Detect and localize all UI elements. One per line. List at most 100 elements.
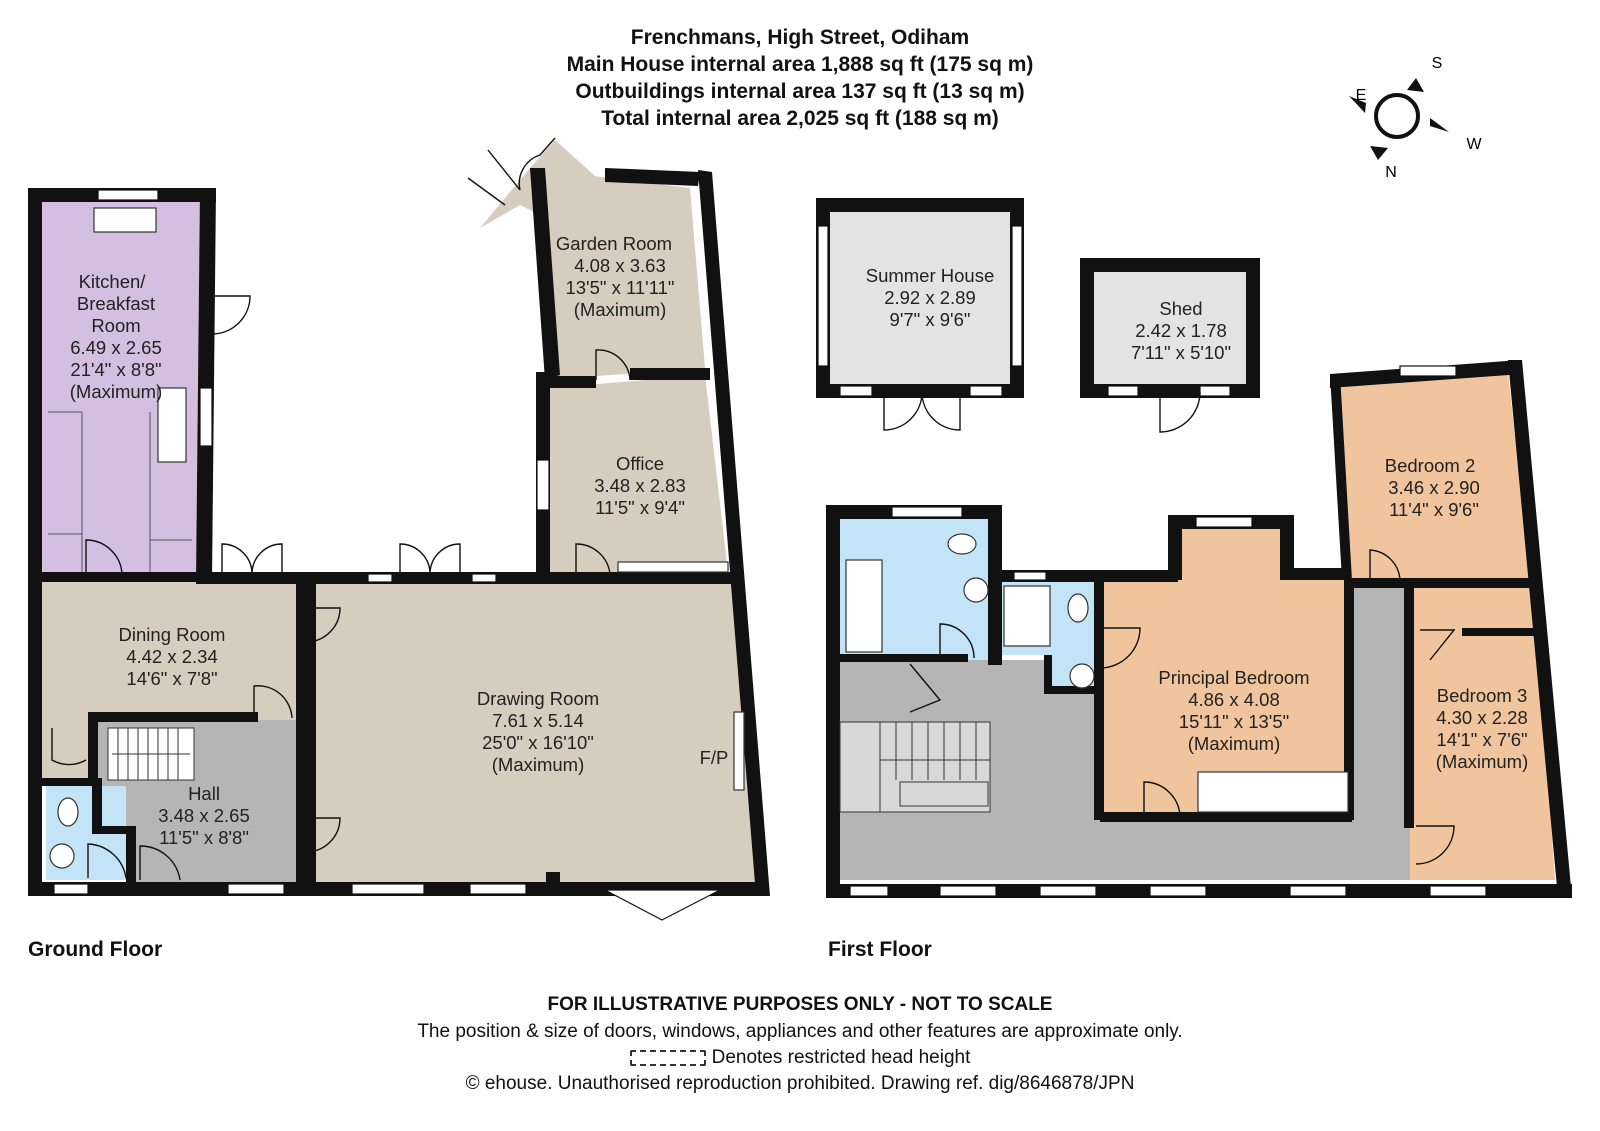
bathroom-toilet-icon <box>947 533 977 555</box>
bathroom-door[interactable] <box>939 623 975 659</box>
wc-basin-icon <box>49 843 75 869</box>
property-address: Frenchmans, High Street, Odiham <box>630 26 970 49</box>
bedroom2-door[interactable] <box>1369 549 1401 581</box>
approximation-note: The position & size of doors, windows, a… <box>417 1021 1183 1042</box>
kitchen-dining-door[interactable] <box>85 539 123 577</box>
shed-name: Shed <box>1159 298 1202 319</box>
kitchen-floor <box>38 202 200 580</box>
office-metric: 3.48 x 2.83 <box>594 475 686 496</box>
dining-room-name: Dining Room <box>119 624 226 645</box>
drawing-room-floor <box>315 580 762 888</box>
patio-door-left[interactable] <box>221 543 283 575</box>
office-door[interactable] <box>575 543 611 575</box>
drawing-window-1 <box>351 883 425 895</box>
restricted-height-swatch <box>629 1049 706 1066</box>
bedroom3-name: Bedroom 3 <box>1437 685 1528 706</box>
kitchen-note: (Maximum) <box>70 381 163 402</box>
understairs-door[interactable] <box>51 728 87 766</box>
hall-drawing-door[interactable] <box>305 817 341 853</box>
garden-room-name: Garden Room <box>556 233 672 254</box>
kitchen-name-line1: Kitchen/ <box>79 271 147 292</box>
bedroom3-imperial: 14'1" x 7'6" <box>1436 729 1527 750</box>
total-area: Total internal area 2,025 sq ft (188 sq … <box>601 107 999 130</box>
shed-door[interactable] <box>1159 391 1201 433</box>
principal-bedroom-note: (Maximum) <box>1188 733 1281 754</box>
fireplace-label: F/P <box>700 747 729 768</box>
bedroom3-floor <box>1410 588 1555 880</box>
wc-door[interactable] <box>87 843 127 879</box>
ensuite-door[interactable] <box>1099 627 1141 669</box>
main-house-area: Main House internal area 1,888 sq ft (17… <box>566 53 1034 76</box>
drawing-window-2 <box>469 883 527 895</box>
bedroom3-note: (Maximum) <box>1436 751 1529 772</box>
office-floor <box>550 375 728 572</box>
dining-room-imperial: 14'6" x 7'8" <box>126 668 217 689</box>
drawing-french-doors[interactable] <box>399 543 461 575</box>
principal-bedroom-floor <box>1100 528 1352 820</box>
kitchen-hob-icon <box>157 387 187 463</box>
principal-bedroom-door[interactable] <box>1143 781 1181 819</box>
bedroom2-name: Bedroom 2 <box>1385 455 1476 476</box>
summer-house-metric: 2.92 x 2.89 <box>884 287 976 308</box>
principal-bedroom-imperial: 15'11" x 13'5" <box>1179 711 1289 732</box>
garden-office-door[interactable] <box>595 349 631 381</box>
kitchen-imperial: 21'4" x 8'8" <box>70 359 161 380</box>
garden-room-metric: 4.08 x 3.63 <box>574 255 666 276</box>
copyright: © ehouse. Unauthorised reproduction proh… <box>465 1073 1135 1094</box>
hall-imperial: 11'5" x 8'8" <box>159 827 249 848</box>
dining-drawing-door[interactable] <box>305 607 341 643</box>
shed-metric: 2.42 x 1.78 <box>1135 320 1227 341</box>
bedroom3-door[interactable] <box>1415 825 1455 865</box>
drawing-room-metric: 7.61 x 5.14 <box>492 710 584 731</box>
summer-house-name: Summer House <box>866 265 995 286</box>
ground-stairs <box>107 727 195 781</box>
room-labels: Kitchen/ Breakfast Room 6.49 x 2.65 21'4… <box>70 233 1529 848</box>
drawing-top-window-2 <box>471 573 497 583</box>
ground-floor <box>28 137 770 921</box>
kitchen-name-line2: Breakfast <box>77 293 155 314</box>
bedroom2-imperial: 11'4" x 9'6" <box>1389 499 1479 520</box>
disclaimer: FOR ILLUSTRATIVE PURPOSES ONLY - NOT TO … <box>547 994 1053 1015</box>
wardrobe-icon <box>1197 771 1349 813</box>
front-door[interactable] <box>139 845 181 881</box>
wc-window <box>53 883 89 895</box>
dining-room-floor <box>38 580 305 778</box>
office-imperial: 11'5" x 9'4" <box>595 497 685 518</box>
restricted-height-note: Denotes restricted head height <box>0 1045 1600 1071</box>
garden-room-doors[interactable] <box>467 137 556 206</box>
compass-icon: S E W N <box>1349 55 1482 181</box>
wc-toilet-icon <box>57 797 79 827</box>
ground-floor-label: Ground Floor <box>28 938 163 961</box>
shed-imperial: 7'11" x 5'10" <box>1131 342 1231 363</box>
bedroom2-floor <box>1340 372 1530 578</box>
dining-hall-door[interactable] <box>253 685 293 719</box>
ensuite-toilet-icon <box>1067 593 1089 623</box>
kitchen-external-door[interactable] <box>211 295 251 335</box>
summer-house-doors[interactable] <box>883 391 961 431</box>
bedroom3-metric: 4.30 x 2.28 <box>1436 707 1528 728</box>
first-floor-label: First Floor <box>828 938 932 961</box>
kitchen-sink-icon <box>93 207 157 233</box>
summer-house <box>816 198 1024 431</box>
landing-cupboard-door[interactable] <box>909 663 942 713</box>
office-name: Office <box>616 453 664 474</box>
compass-n-label: N <box>1385 164 1397 181</box>
drawing-room-name: Drawing Room <box>477 688 599 709</box>
bedroom3-top-door[interactable] <box>1420 629 1456 661</box>
first-floor-stairs <box>839 721 991 813</box>
drawing-room-note: (Maximum) <box>492 754 585 775</box>
ground-floor-walls <box>28 168 770 896</box>
outbuildings-area: Outbuildings internal area 137 sq ft (13… <box>575 80 1025 103</box>
kitchen-window <box>97 189 159 201</box>
drawing-room-imperial: 25'0" x 16'10" <box>482 732 594 753</box>
bedroom2-metric: 3.46 x 2.90 <box>1388 477 1480 498</box>
principal-bedroom-name: Principal Bedroom <box>1158 667 1309 688</box>
kitchen-metric: 6.49 x 2.65 <box>70 337 162 358</box>
first-floor <box>826 360 1572 898</box>
compass-s-label: S <box>1432 55 1443 72</box>
summer-house-imperial: 9'7" x 9'6" <box>890 309 971 330</box>
shower-icon <box>1003 585 1051 647</box>
office-window <box>536 459 550 511</box>
hall-metric: 3.48 x 2.65 <box>158 805 250 826</box>
garden-room-imperial: 13'5" x 11'11" <box>565 277 674 298</box>
